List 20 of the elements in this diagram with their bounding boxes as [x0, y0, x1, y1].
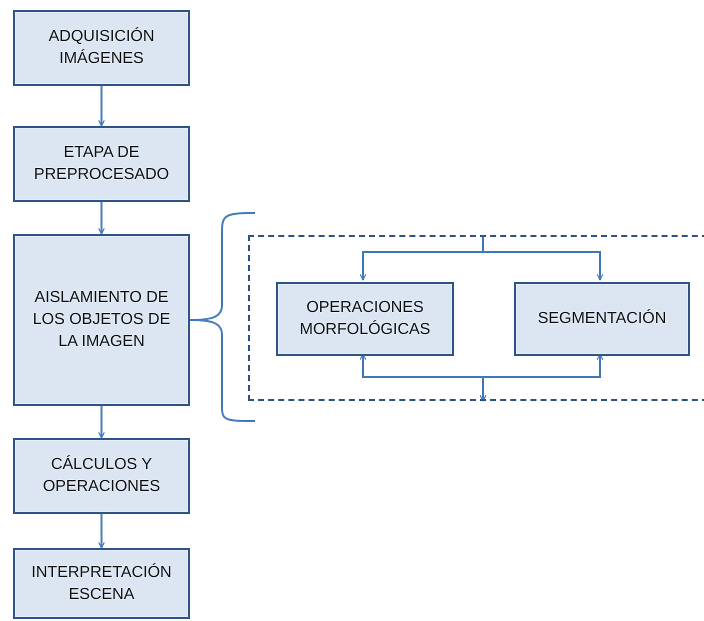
box-label: SEGMENTACIÓN [538, 308, 666, 329]
process-box [13, 10, 190, 86]
box-label: ADQUISICIÓN IMÁGENES [48, 26, 156, 69]
arrow [482, 235, 604, 281]
process-box [13, 234, 190, 406]
box-label: OPERACIONES MORFOLÓGICAS [298, 298, 432, 340]
dashed-group-frame [248, 235, 704, 401]
process-box [514, 282, 690, 356]
arrow [98, 86, 105, 127]
box-label: ETAPA DE PREPROCESADO [32, 143, 170, 185]
process-box [13, 548, 190, 619]
process-box [276, 282, 454, 356]
process-box [13, 438, 190, 514]
box-label: INTERPRETACIÓN ESCENA [30, 562, 173, 604]
box-label: AISLAMIENTO DE LOS OBJETOS DE LA IMAGEN [32, 288, 172, 352]
arrow [98, 406, 105, 439]
box-label: CÁLCULOS Y OPERACIONES [42, 454, 162, 497]
process-box [13, 126, 190, 202]
arrow [98, 202, 105, 235]
arrow [98, 514, 105, 549]
